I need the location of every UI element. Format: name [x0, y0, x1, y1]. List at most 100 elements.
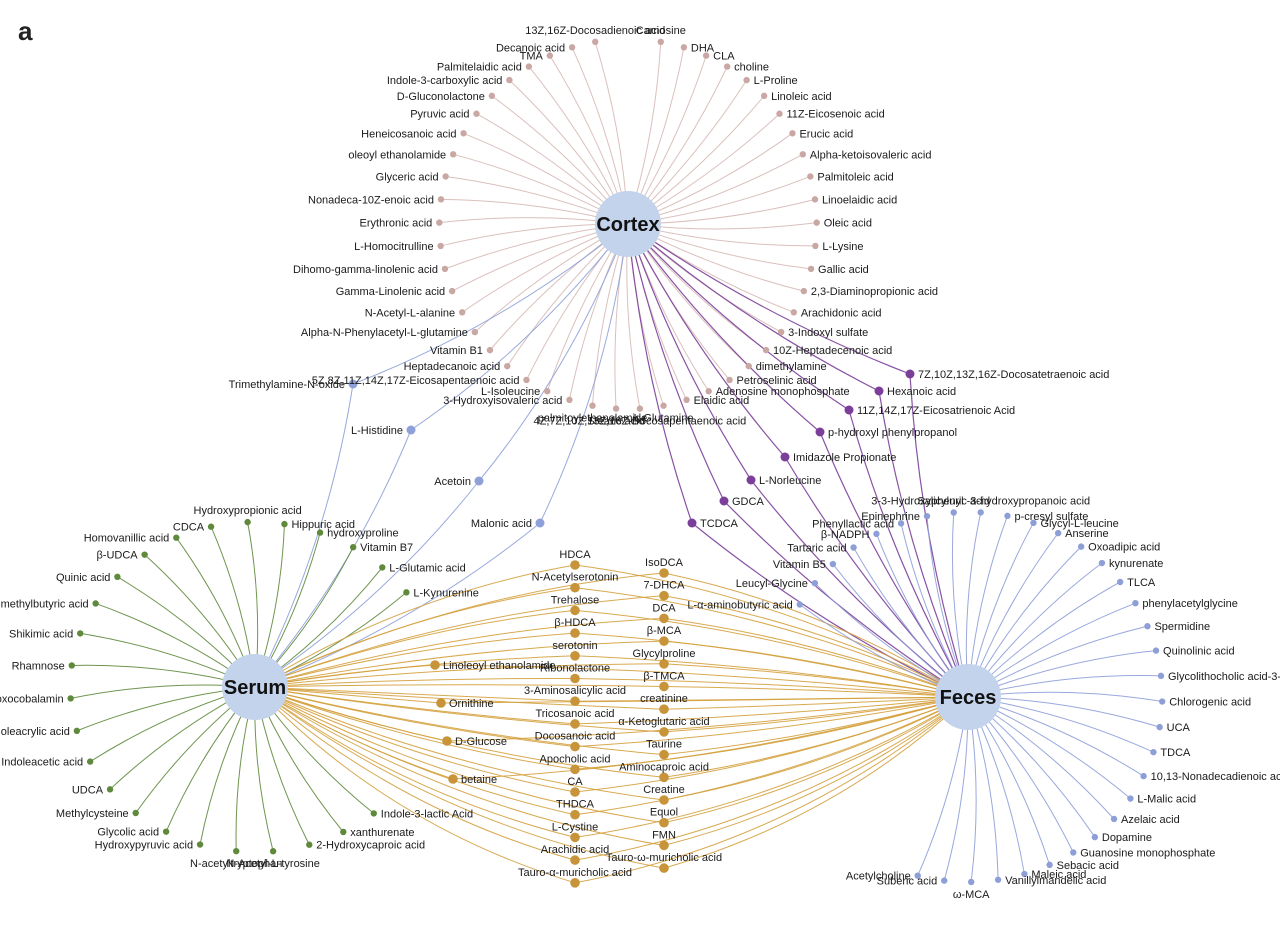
label-n-acetyltryptophan: N-acetyltryptophan: [190, 858, 282, 870]
label-tauro-muricholic-acid: Tauro-ω-muricholic acid: [606, 852, 722, 864]
label-palmitoylethanolamide: palmitoylethanolamide: [538, 413, 647, 425]
node-erythronic-acid: [436, 219, 443, 226]
node-n-acetyl-l-tyrosine: [269, 848, 277, 855]
edge: [446, 696, 969, 742]
label-indole-3-carboxylic-acid: Indole-3-carboxylic acid: [387, 75, 503, 87]
edge: [254, 383, 354, 688]
node-betaine: [448, 774, 458, 784]
node-l-kynurenine: [403, 589, 410, 596]
edge: [254, 640, 665, 688]
edge: [878, 390, 969, 698]
label-gdca: GDCA: [732, 496, 764, 508]
label-acetylcholine: Acetylcholine: [846, 871, 911, 883]
label-n-acetylserotonin: N-Acetylserotonin: [532, 572, 619, 584]
label-erythronic-acid: Erythronic acid: [360, 218, 433, 230]
node-vitamin-b1: [486, 346, 494, 354]
label-hydroxypropionic-acid: Hydroxypropionic acid: [194, 505, 302, 517]
label-ca: CA: [567, 776, 583, 788]
node-quinic-acid: [114, 573, 121, 581]
label-4z-7z-10z-13z-16z-docosapentaenoic-acid: 4Z,7Z,10Z,13Z,16Z-Docosapentaenoic acid: [534, 416, 747, 428]
label-10z-heptadecenoic-acid: 10Z-Heptadecenoic acid: [773, 345, 892, 357]
node-aminocaproic-acid: [659, 772, 669, 783]
label-hydroxypyruvic-acid: Hydroxypyruvic acid: [95, 840, 193, 852]
node-hdca: [570, 628, 580, 638]
label-l-kynurenine: L-Kynurenine: [413, 587, 478, 599]
edge: [574, 696, 969, 748]
label-tmca: β-TMCA: [643, 671, 685, 683]
node-glycolithocholic-acid-3-sulfate: [1157, 672, 1165, 680]
label-glycolic-acid: Glycolic acid: [97, 827, 159, 839]
label-l-isoleucine: L-Isoleucine: [481, 386, 540, 398]
panel-label: a: [18, 16, 33, 46]
node-carnosine: [657, 38, 664, 46]
label-adenosine-monophosphate: Adenosine monophosphate: [716, 386, 850, 398]
node-creatinine: [659, 704, 669, 714]
hub-feces: [935, 664, 1001, 730]
node-docosanoic-acid: [570, 741, 580, 752]
node-5z-8z-11z-14z-17z-eicosapentaenoic-acid: [523, 376, 530, 384]
label-hippuric-acid: Hippuric acid: [291, 519, 355, 531]
node-udca: [106, 786, 114, 793]
node-hdca: [570, 560, 580, 570]
label-carnosine: Carnosine: [636, 25, 686, 37]
label-phenyllactic-acid: Phenyllactic acid: [812, 518, 894, 530]
node-linoelaidic-acid: [811, 196, 819, 203]
edge: [254, 686, 665, 710]
node-acetylcholine: [914, 872, 921, 879]
node-glyceric-acid: [442, 173, 449, 180]
label-5z-8z-11z-14z-17z-eicosapentaenoic-acid: 5Z,8Z,11Z,14Z,17Z-Eicosapentaenoic acid: [312, 375, 520, 387]
node-2-3-diaminopropionic-acid: [800, 287, 808, 295]
node-mca: [967, 878, 975, 886]
label-tlca: TLCA: [1127, 577, 1156, 589]
label-alpha-n-phenylacetyl-l-glutamine: Alpha-N-Phenylacetyl-L-glutamine: [301, 327, 468, 339]
node-hexanoic-acid: [874, 386, 884, 396]
label-maleic-acid: Maleic acid: [1031, 869, 1086, 881]
edge: [254, 632, 576, 688]
edge: [784, 456, 969, 698]
node-rhamnose: [68, 662, 75, 669]
node-hydroxocobalamin: [67, 695, 74, 702]
node-epinephrine: [923, 512, 931, 520]
label-l-aminobutyric-acid: L-α-aminobutyric acid: [687, 600, 792, 612]
node-oxoadipic-acid: [1077, 543, 1085, 550]
label-heptadecanoic-acid: Heptadecanoic acid: [404, 361, 501, 373]
node-vitamin-b5: [829, 560, 837, 568]
node-taurine: [659, 749, 669, 760]
label-3-indoxyl-sulfate: 3-Indoxyl sulfate: [788, 327, 868, 339]
node-3-indoxyl-sulfate: [777, 328, 785, 336]
node-indoleacrylic-acid: [73, 727, 81, 735]
node-sebacic-acid: [1046, 861, 1053, 869]
label-vitamin-b7: Vitamin B7: [360, 542, 413, 554]
node-phenyllactic-acid: [897, 520, 905, 527]
label-dca: DCA: [652, 602, 676, 614]
node-glycolic-acid: [162, 828, 170, 835]
edge: [254, 686, 576, 884]
node-alpha-ketoisovaleric-acid: [799, 151, 807, 158]
label-taurine: Taurine: [646, 739, 682, 751]
label-n-acetyl-l-tyrosine: N-Acetyl-L-tyrosine: [226, 858, 320, 870]
node-kynurenate: [1098, 559, 1106, 567]
label-glycolithocholic-acid-3-sulfate: Glycolithocholic acid-3-Sulfate: [1168, 671, 1280, 683]
node-ribonolactone: [570, 673, 580, 684]
label-l-histidine: L-Histidine: [351, 425, 403, 437]
node-indoleacetic-acid: [86, 758, 94, 765]
node-uca: [1156, 723, 1163, 731]
label-gallic-acid: Gallic acid: [818, 264, 869, 276]
label-indoleacetic-acid: Indoleacetic acid: [1, 757, 83, 769]
node-heptadecanoic-acid: [504, 362, 511, 370]
node-shikimic-acid: [77, 630, 84, 637]
node-3-aminosalicylic-acid: [570, 696, 580, 706]
label-kynurenate: kynurenate: [1109, 558, 1163, 570]
node-gamma-linolenic-acid: [448, 287, 456, 295]
node-malonic-acid: [535, 518, 545, 528]
node-isodca: [659, 568, 669, 578]
label-13z-16z-docosadienoic-acid: 13Z,16Z-Docosadienoic acid: [525, 25, 665, 37]
label-glycyl-l-leucine: Glycyl-L-leucine: [1040, 518, 1118, 530]
label-l-homocitrulline: L-Homocitrulline: [354, 241, 433, 253]
edge: [254, 480, 480, 688]
label-indole-3-lactic-acid: Indole-3-lactic Acid: [381, 808, 473, 820]
label-n-acetyl-l-alanine: N-Acetyl-L-alanine: [365, 307, 455, 319]
edge: [627, 223, 786, 458]
edge: [254, 686, 665, 846]
